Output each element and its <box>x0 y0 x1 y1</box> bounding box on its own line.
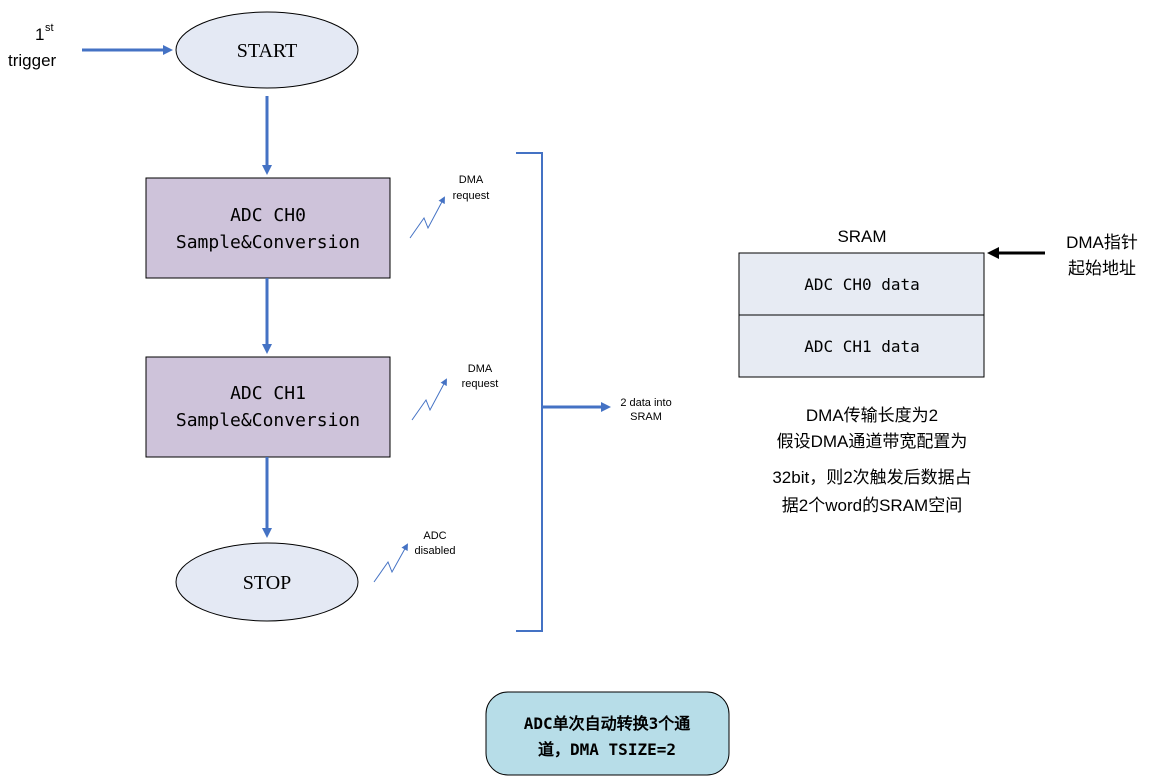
bracket <box>516 152 543 632</box>
pointer-label-line1: DMA指针 <box>1066 233 1138 252</box>
process-ch0-title: ADC CH0 <box>230 205 306 226</box>
signal1-line2: request <box>453 190 490 202</box>
sram-note-line1: DMA传输长度为2 <box>806 406 938 425</box>
start-label: START <box>237 40 298 62</box>
summary-line2: 道，DMA TSIZE=2 <box>538 740 676 759</box>
sram-row <box>738 314 985 378</box>
signal2-line1: DMA <box>468 363 493 375</box>
lightning-icon <box>373 543 408 583</box>
sram-note-line2: 假设DMA通道带宽配置为 <box>777 432 968 451</box>
trigger-text: trigger <box>8 51 57 70</box>
stop-node <box>175 542 359 622</box>
bracket-output-line1: 2 data into <box>620 397 671 409</box>
signal2-line2: request <box>462 378 499 390</box>
sram-title: SRAM <box>837 227 886 246</box>
process-ch1 <box>145 356 391 458</box>
start-node <box>175 11 359 89</box>
trigger-label: 1 st trigger <box>8 22 57 70</box>
bracket-output-line2: SRAM <box>630 411 662 423</box>
lightning-icon <box>411 378 447 421</box>
sram-row <box>738 252 985 316</box>
sram-note-line3: 32bit，则2次触发后数据占 <box>772 468 971 487</box>
lightning-icon <box>409 196 445 239</box>
process-ch0 <box>145 177 391 279</box>
trigger-superscript: st <box>45 22 54 34</box>
process-ch0-subtitle: Sample&Conversion <box>176 232 360 253</box>
trigger-number: 1 <box>35 25 44 44</box>
process-ch1-subtitle: Sample&Conversion <box>176 410 360 431</box>
signal3-line2: disabled <box>415 545 456 557</box>
signal3-line1: ADC <box>423 530 446 542</box>
sram-row-ch1: ADC CH1 data <box>804 337 920 356</box>
sram-note-line4: 据2个word的SRAM空间 <box>782 496 962 515</box>
summary-box <box>485 691 730 776</box>
sram-row-ch0: ADC CH0 data <box>804 275 920 294</box>
pointer-label-line2: 起始地址 <box>1068 259 1136 278</box>
stop-label: STOP <box>243 572 292 594</box>
signal1-line1: DMA <box>459 174 484 186</box>
summary-line1: ADC单次自动转换3个通 <box>524 714 691 733</box>
process-ch1-title: ADC CH1 <box>230 383 306 404</box>
